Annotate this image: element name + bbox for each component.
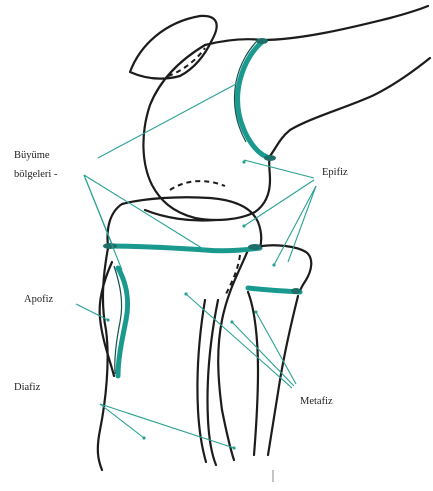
dot-diaphysis-2 [232,446,235,449]
femur-plate-node-bottom [264,155,276,161]
label-diaphysis: Diafiz [14,382,41,393]
femur [130,6,430,221]
tibia-shaft-left [98,248,108,470]
leader-metaphysis-1 [186,294,292,388]
leader-growth-apophysis [84,175,122,270]
dot-metaphysis-1 [184,292,187,295]
leader-diaphysis-2 [100,404,234,448]
leader-epiphysis-fibula [274,186,316,265]
femur-notch-dashed [170,181,225,190]
label-growth-zones-line1: Büyüme [14,150,50,161]
dot-epiphysis-fibula [272,263,275,266]
fibula-plate-node [291,288,301,294]
tibia-epiphysis-outline [108,197,262,248]
label-growth-zones-line2: bölgeleri - [14,169,58,180]
femur-plate-node-top [256,38,268,44]
leader-diaphysis-1 [100,404,144,438]
label-epiphysis: Epifiz [322,167,348,178]
tibia-plate-node-left [103,243,117,249]
fibula-head-outline [262,245,311,292]
leader-dots [106,160,275,449]
leader-epiphysis-femur [244,160,314,178]
femur-condyle-outline [143,45,270,220]
leader-lines [76,84,316,448]
fibula [226,245,311,455]
femur-growth-plate [238,42,270,158]
label-metaphysis: Metafiz [300,396,333,407]
dot-metaphysis-3 [254,310,257,313]
dot-epiphysis-tibia [242,224,245,227]
tibia-growth-plate [108,246,260,251]
dot-epiphysis-femur [242,160,245,163]
tibia-plate-node-right [248,244,262,250]
leader-growth-femur [98,84,236,158]
dot-apophysis [106,318,109,321]
dot-diaphysis-1 [142,436,145,439]
label-apophysis: Apofiz [24,294,53,305]
dot-metaphysis-2 [230,320,233,323]
leader-growth-tibia2 [84,175,205,250]
